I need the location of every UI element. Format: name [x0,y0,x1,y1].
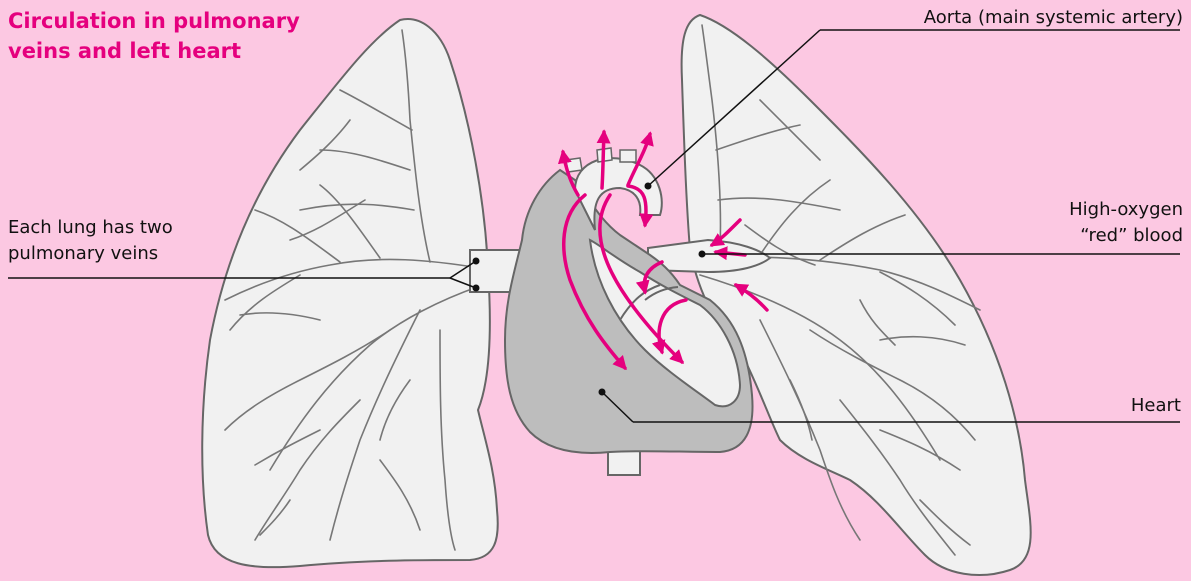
heart-dot [599,389,606,396]
oxygen-dot [699,251,706,258]
title-line-1: Circulation in pulmonary [8,6,338,36]
diagram-title: Circulation in pulmonary veins and left … [8,6,338,66]
aorta-dot [645,183,652,190]
lower-vein-dot [473,285,480,292]
upper-vein-dot [473,258,480,265]
left-lung [202,19,498,567]
high-oxygen-label: High-oxygen “red” blood [1069,197,1183,249]
right-lung [682,15,1031,575]
pulmonary-veins-label-line-1: Each lung has two [8,215,173,241]
pulmonary-veins-label: Each lung has two pulmonary veins [8,215,173,267]
high-oxygen-label-line-2: “red” blood [1069,223,1183,249]
title-line-2: veins and left heart [8,36,338,66]
aorta-label: Aorta (main systemic artery) [924,5,1183,31]
pulmonary-veins-label-line-2: pulmonary veins [8,241,173,267]
heart-label: Heart [1131,393,1181,419]
high-oxygen-label-line-1: High-oxygen [1069,197,1183,223]
